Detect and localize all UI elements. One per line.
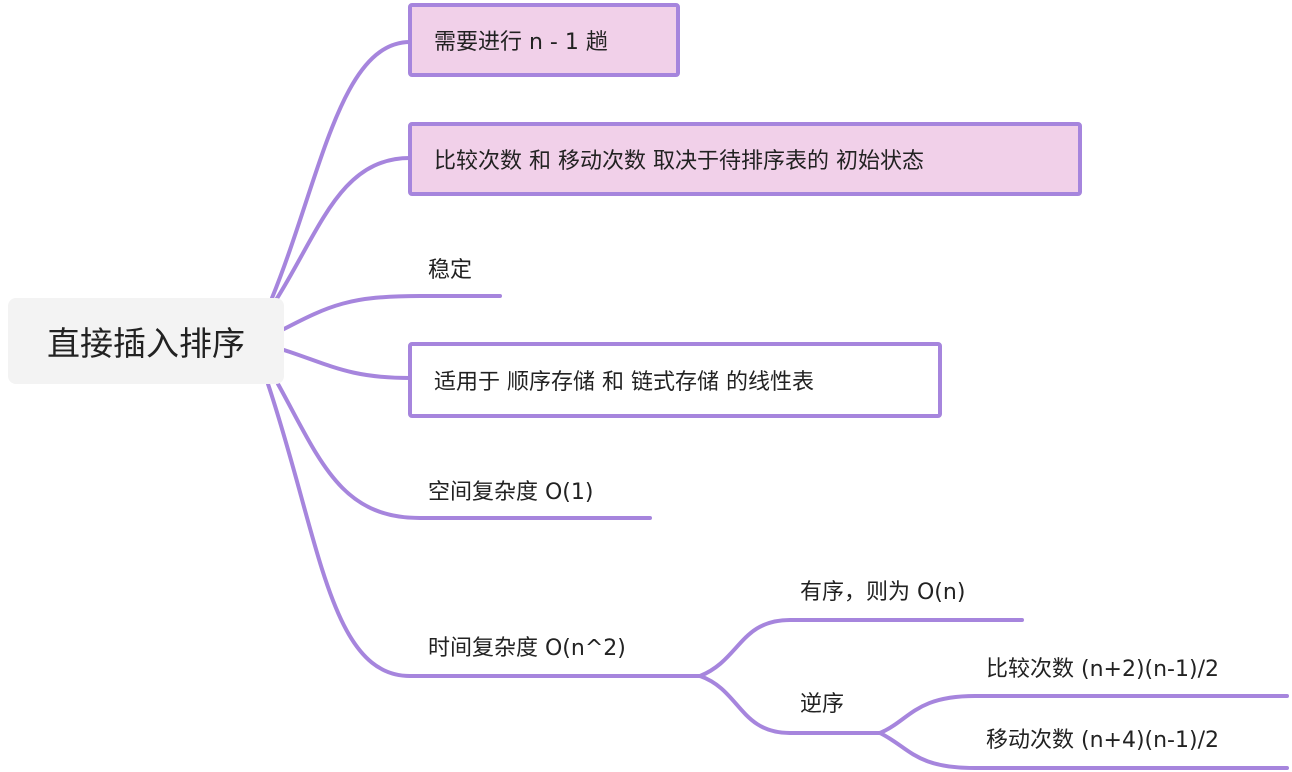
connector-depends (274, 156, 412, 302)
topic-compare[interactable]: 比较次数 (n+2)(n-1)/2 (986, 657, 1219, 682)
connector-stable (280, 294, 502, 332)
connector-ordered (698, 618, 1024, 678)
topic-stable[interactable]: 稳定 (428, 258, 473, 283)
root-topic-label: 直接插入排序 (47, 324, 245, 363)
topic-applicable-label: 适用于 顺序存储 和 链式存储 的线性表 (434, 370, 814, 395)
connector-reverse (698, 674, 882, 735)
topic-reverse[interactable]: 逆序 (800, 692, 845, 717)
topic-time[interactable]: 时间复杂度 O(n^2) (428, 636, 626, 661)
topic-applicable[interactable]: 适用于 顺序存储 和 链式存储 的线性表 (408, 342, 942, 418)
connector-move (878, 731, 1289, 770)
topic-ordered[interactable]: 有序，则为 O(n) (800, 580, 966, 605)
topic-move[interactable]: 移动次数 (n+4)(n-1)/2 (986, 728, 1219, 753)
topic-depends[interactable]: 比较次数 和 移动次数 取决于待排序表的 初始状态 (408, 122, 1082, 196)
topic-passes-label: 需要进行 n - 1 趟 (434, 30, 608, 55)
connector-time (266, 382, 702, 678)
topic-passes[interactable]: 需要进行 n - 1 趟 (408, 3, 680, 77)
connector-compare (878, 694, 1289, 735)
root-topic[interactable]: 直接插入排序 (8, 298, 284, 384)
connector-space (276, 382, 652, 520)
connector-passes (270, 40, 412, 300)
connector-applicable (282, 348, 412, 380)
topic-depends-label: 比较次数 和 移动次数 取决于待排序表的 初始状态 (434, 149, 924, 174)
topic-space[interactable]: 空间复杂度 O(1) (428, 480, 594, 505)
